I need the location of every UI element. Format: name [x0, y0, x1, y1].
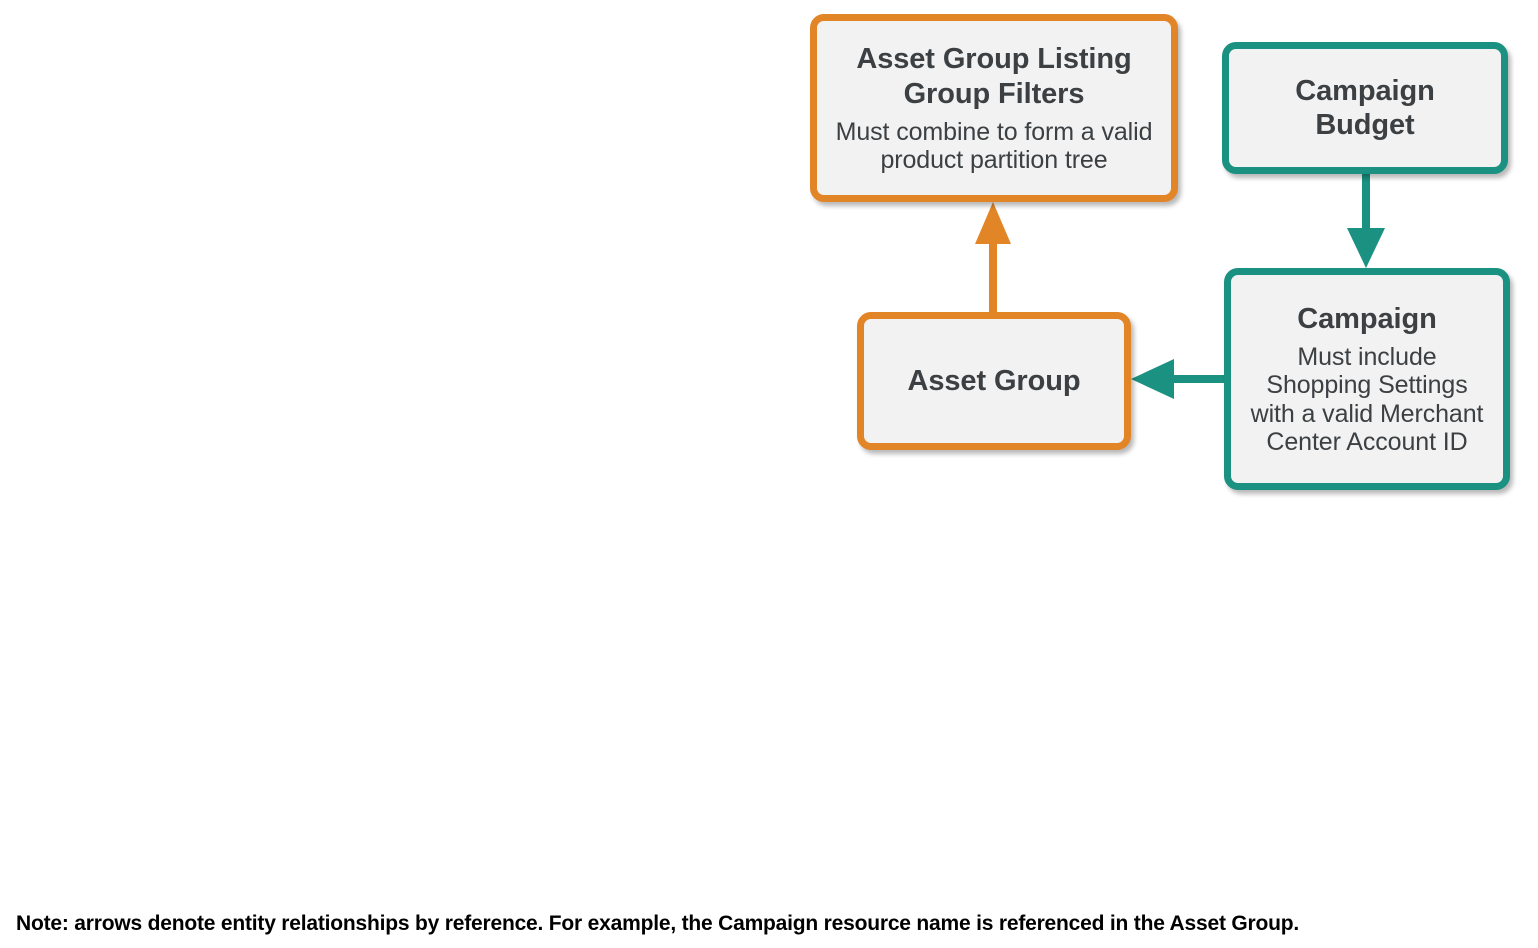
edge-campaign-to-asset-group — [1131, 359, 1224, 399]
node-subtitle-line2: product partition tree — [880, 145, 1108, 174]
node-subtitle: Must include Shopping Settings with a va… — [1251, 343, 1484, 456]
node-subtitle-line3: with a valid Merchant — [1250, 399, 1484, 428]
node-title: Asset Group Listing Group Filters — [856, 42, 1131, 110]
node-subtitle: Must combine to form a valid product par… — [836, 118, 1153, 174]
node-title-line1: Asset Group Listing — [856, 43, 1132, 76]
node-title-line2: Group Filters — [903, 77, 1085, 110]
node-title-line1: Campaign — [1295, 74, 1435, 107]
node-title: Asset Group — [907, 364, 1081, 397]
node-subtitle-line1: Must combine to form a valid — [835, 117, 1153, 146]
node-title: Campaign Budget — [1295, 74, 1434, 142]
node-asset-group[interactable]: Asset Group — [857, 312, 1131, 450]
node-subtitle-line1: Must include — [1297, 343, 1437, 372]
node-title: Campaign — [1297, 302, 1437, 335]
node-subtitle-line4: Center Account ID — [1266, 427, 1468, 456]
arrowhead-left-icon — [1131, 359, 1174, 399]
edge-asset-group-to-listing-filters — [975, 202, 1011, 312]
node-asset-group-listing-group-filters[interactable]: Asset Group Listing Group Filters Must c… — [810, 14, 1178, 202]
node-campaign[interactable]: Campaign Must include Shopping Settings … — [1224, 268, 1510, 490]
node-title-line2: Budget — [1315, 109, 1415, 141]
edge-campaign-budget-to-campaign — [1347, 174, 1385, 268]
arrowhead-down-icon — [1347, 228, 1385, 268]
diagram-footnote: Note: arrows denote entity relationships… — [16, 912, 1299, 935]
node-subtitle-line2: Shopping Settings — [1266, 371, 1468, 400]
arrowhead-up-icon — [975, 202, 1011, 244]
node-campaign-budget[interactable]: Campaign Budget — [1222, 42, 1508, 174]
